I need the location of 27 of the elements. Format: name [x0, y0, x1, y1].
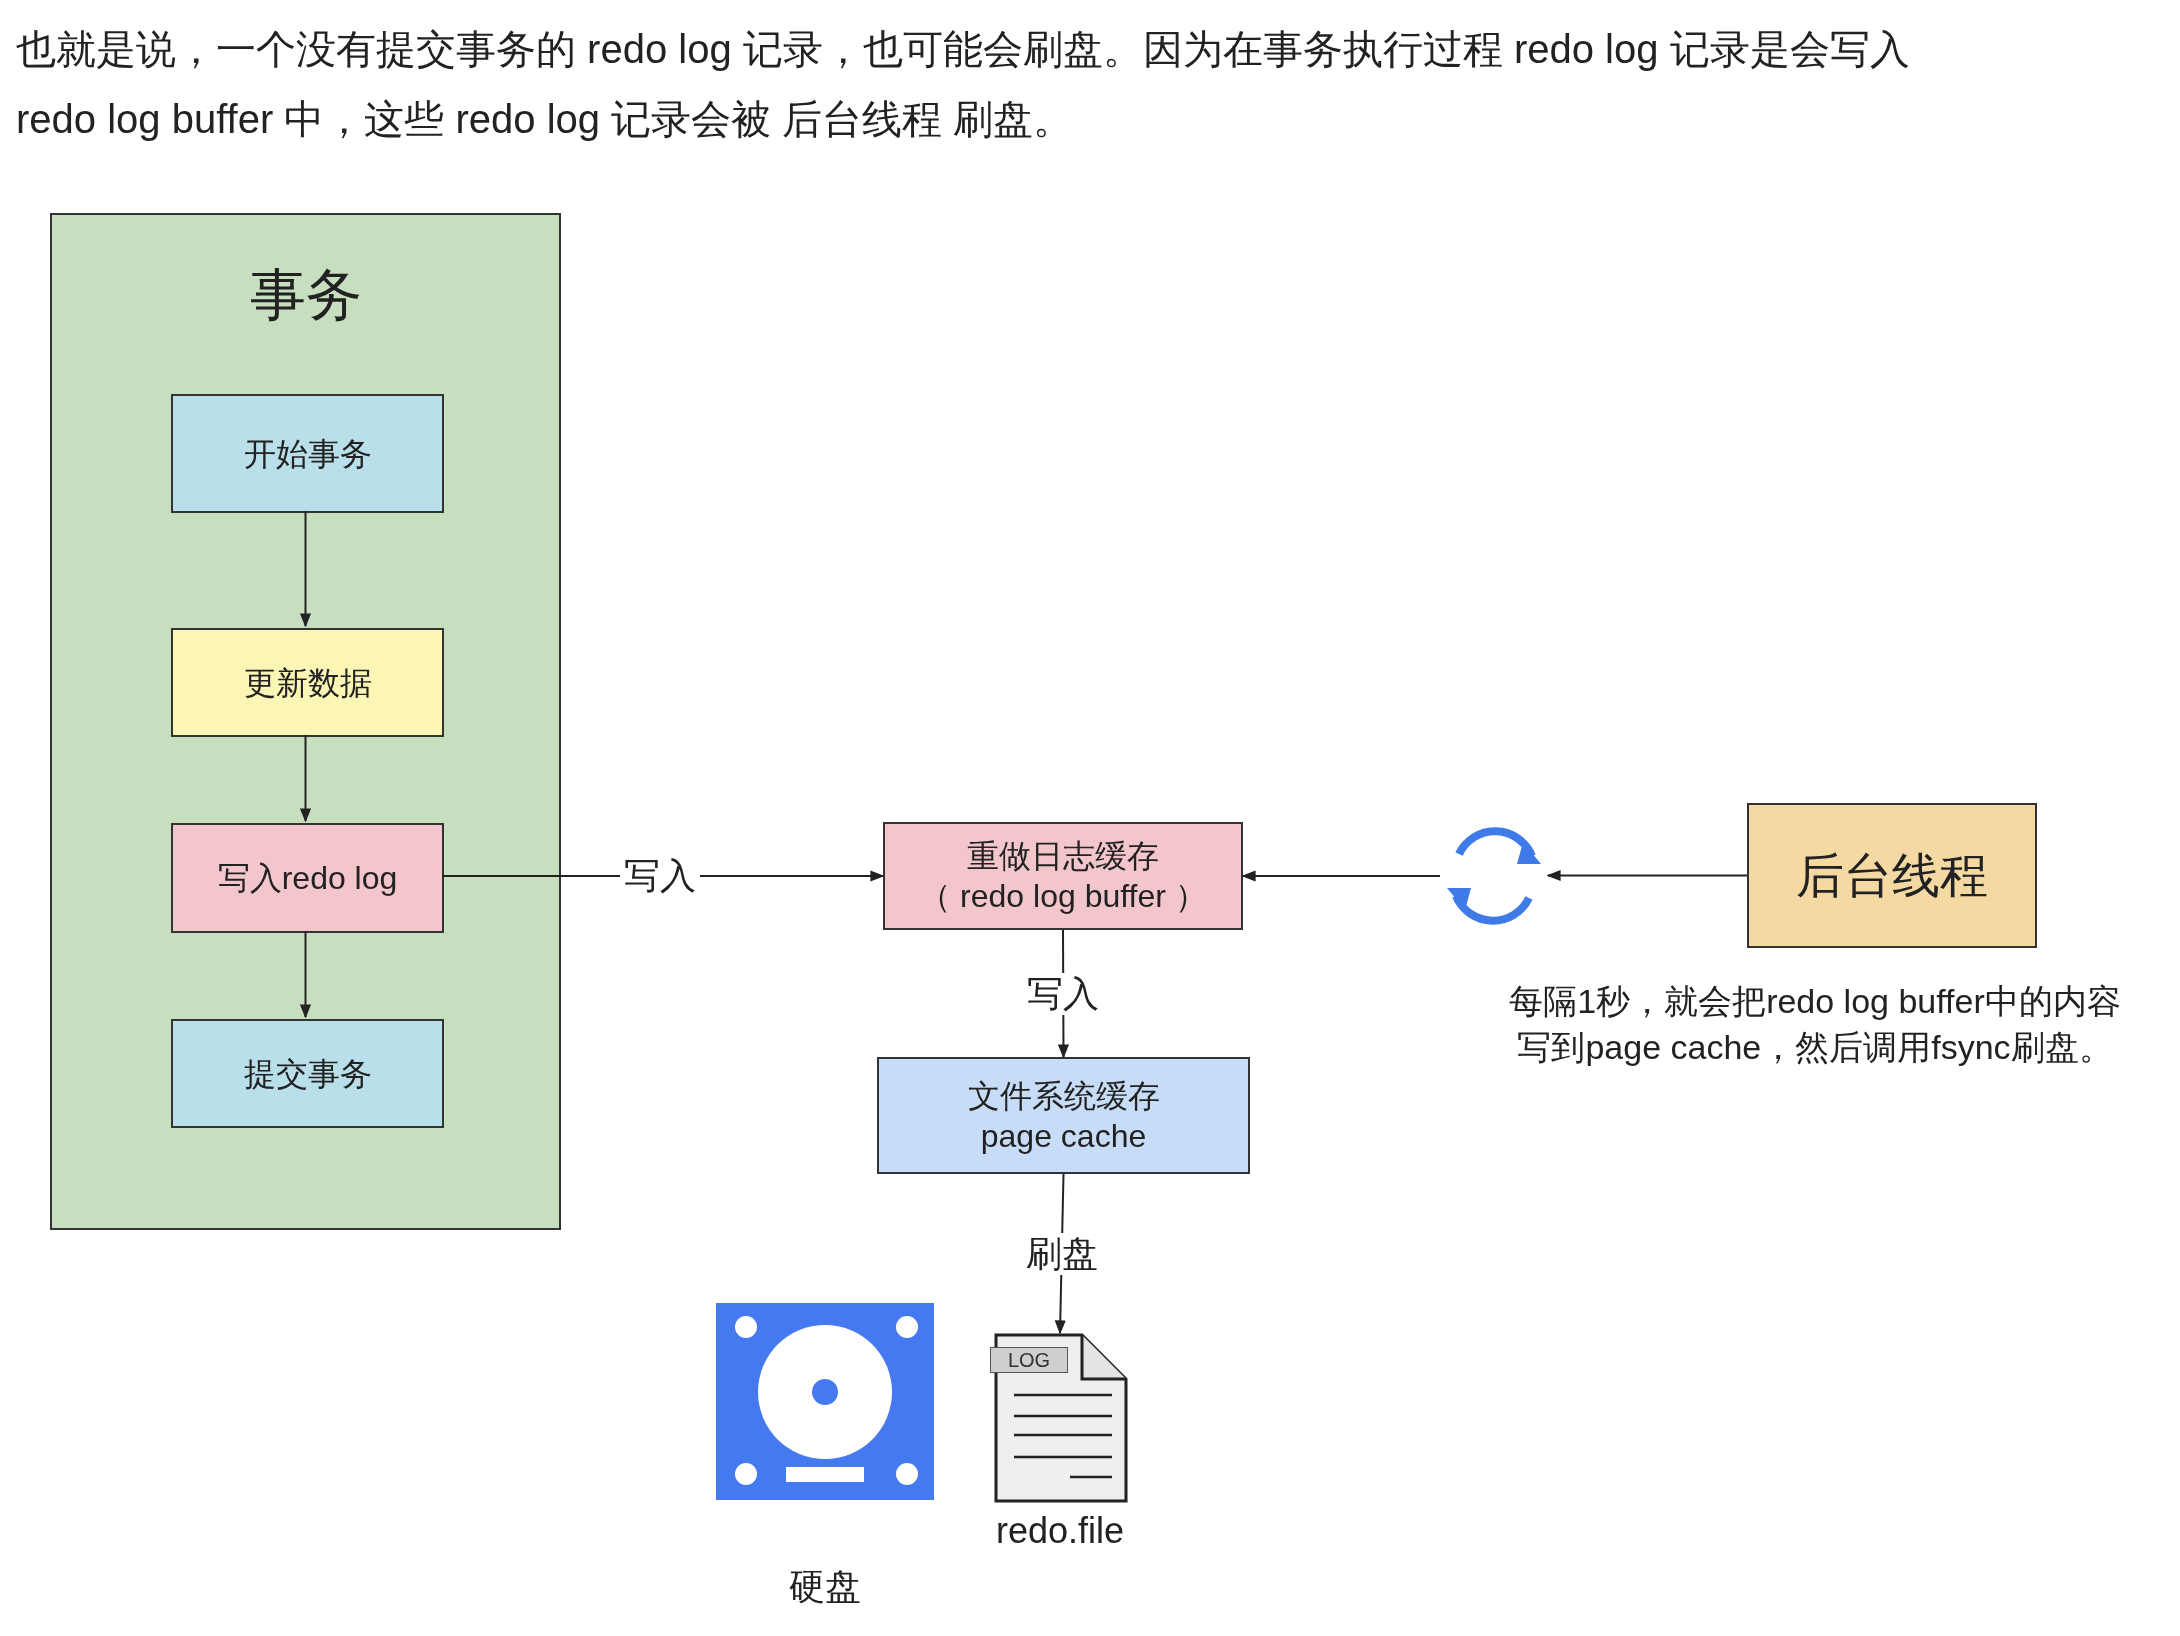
box-label: 开始事务 — [242, 434, 373, 474]
process-box — [171, 394, 444, 513]
arrow — [299, 930, 312, 1019]
box-label: 重做日志缓存（ redo log buffer ） — [918, 837, 1208, 916]
arrow — [1241, 870, 1441, 882]
process-box — [171, 1019, 444, 1128]
process-box — [171, 823, 444, 933]
edge-label: 写入 — [620, 855, 700, 897]
note-text: 每隔1秒，就会把redo log buffer中的内容写到page cache，然后调用fsync刷盘。 — [1508, 981, 2122, 1068]
thread-box — [1747, 803, 2037, 948]
arrow — [299, 734, 312, 823]
box-label: 后台线程 — [1795, 847, 1989, 904]
process-box — [171, 628, 444, 737]
file-name: redo.file — [995, 1511, 1125, 1551]
arrow — [1546, 869, 1748, 882]
arrow — [299, 510, 312, 628]
box-label: 提交事务 — [242, 1054, 373, 1094]
box-label: 文件系统缓存 page cache — [966, 1076, 1161, 1156]
group-title: 事务 — [248, 262, 363, 328]
cache-box — [877, 1057, 1250, 1174]
box-label: 更新数据 — [242, 663, 373, 703]
group-panel — [50, 213, 561, 1230]
buffer-box — [883, 822, 1243, 930]
box-label: 写入redo log — [216, 859, 399, 898]
disk-label: 硬盘 — [788, 1565, 862, 1609]
file-tag: LOG — [990, 1347, 1068, 1373]
intro-paragraph: 也就是说，一个没有提交事务的 redo log 记录，也可能会刷盘。因为在事务执行过程 redo log 记录是会写入 redo log buffer 中，这些 redo log 记录会被 后台线程 刷盘。 — [16, 26, 1911, 143]
